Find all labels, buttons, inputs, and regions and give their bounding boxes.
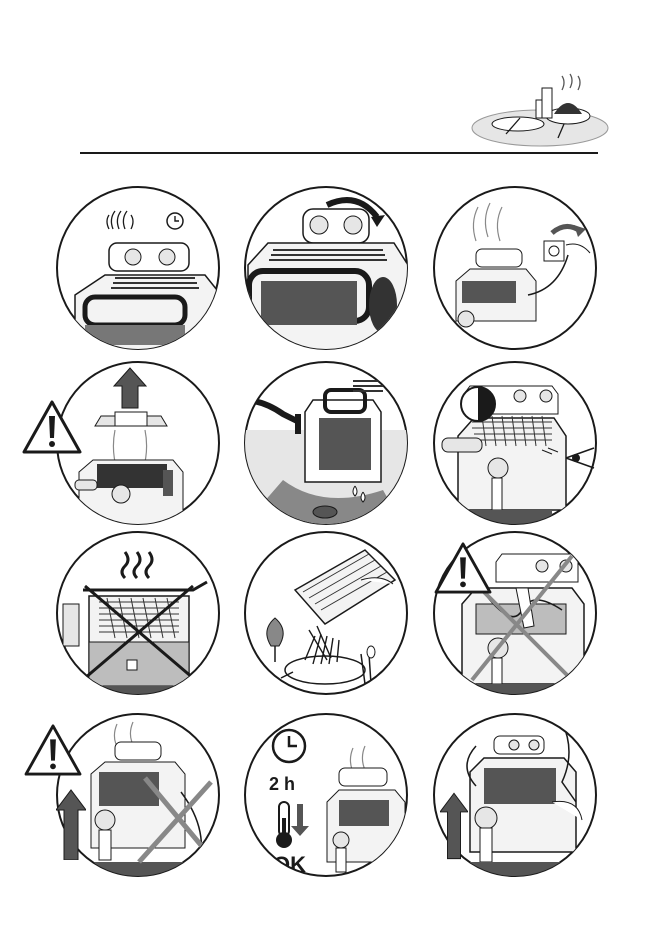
warning-icon [22, 400, 82, 454]
step-2-panel [243, 185, 409, 351]
step-1-panel [55, 185, 221, 351]
ok-label: OK [273, 852, 306, 877]
cool-time-label: 2 h [269, 774, 295, 794]
warning-icon [434, 542, 492, 594]
step-8-panel [243, 530, 409, 696]
header-food-illustration [470, 58, 610, 150]
header-divider [80, 152, 598, 154]
lift-up-arrow-icon [440, 790, 468, 860]
step-3-panel [432, 185, 598, 351]
step-5-panel [243, 360, 409, 526]
half-moon-icon [458, 384, 498, 424]
clock-icon [273, 730, 305, 762]
warning-icon [24, 724, 82, 776]
step-7-panel [55, 530, 221, 696]
eye-icon [564, 446, 596, 470]
step-6-panel [432, 360, 598, 526]
step-11-panel: 2 h OK [243, 712, 409, 878]
lift-up-arrow-icon [56, 788, 86, 860]
